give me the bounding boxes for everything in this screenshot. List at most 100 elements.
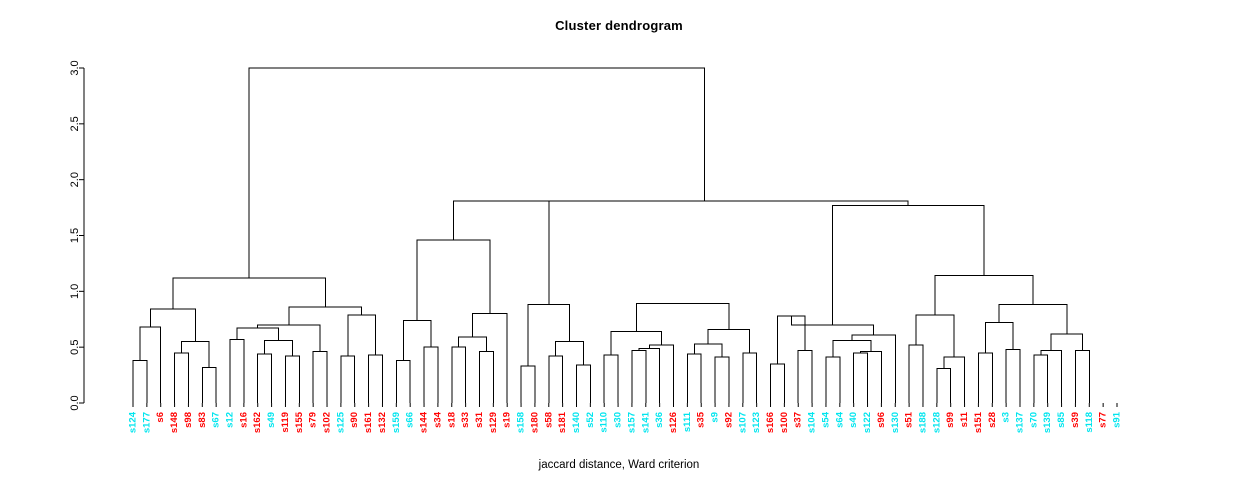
leaf-label[interactable]: s91 [1112,411,1123,428]
leaf-label[interactable]: s125 [335,411,346,433]
leaf-label[interactable]: s128 [931,412,942,433]
leaf-label[interactable]: s177 [141,412,152,433]
leaf-label[interactable]: s181 [557,411,568,433]
leaf-label[interactable]: s107 [737,412,748,433]
leaf-label[interactable]: s54 [820,411,831,428]
leaf-label[interactable]: s151 [973,411,984,433]
leaf-label[interactable]: s122 [862,412,873,433]
leaf-label[interactable]: s104 [807,411,818,433]
leaf-label[interactable]: s188 [917,412,928,433]
leaf-label[interactable]: s28 [987,412,998,428]
dendrogram-link [1040,350,1063,403]
leaf-label[interactable]: s102 [322,412,333,433]
leaf-label[interactable]: s67 [211,412,222,428]
leaf-label[interactable]: s100 [779,412,790,433]
leaf-label[interactable]: s83 [197,412,208,428]
leaf-label[interactable]: s35 [696,411,707,428]
leaf-label[interactable]: s3 [1001,412,1012,423]
leaf-label[interactable]: s161 [363,411,374,433]
leaf-label[interactable]: s130 [890,412,901,433]
leaf-label[interactable]: s132 [377,412,388,433]
dendrogram-link [638,347,661,403]
leaf-label[interactable]: s64 [834,411,845,428]
leaf-label[interactable]: s126 [668,412,679,433]
leaf-label[interactable]: s98 [183,412,194,428]
leaf-label[interactable]: s111 [682,411,693,432]
leaf-label[interactable]: s34 [432,411,443,428]
leaf-label[interactable]: s51 [904,411,915,428]
leaf-label[interactable]: s11 [959,411,970,427]
leaf-label[interactable]: s141 [640,411,651,433]
leaf-label[interactable]: s157 [626,412,637,433]
dendrogram-link [603,354,619,403]
leaf-label[interactable]: s18 [446,412,457,428]
leaf-label[interactable]: s49 [266,412,277,428]
y-axis-tick-label: 3.0 [69,60,81,75]
dendrogram-link [478,351,494,403]
leaf-label[interactable]: s40 [848,412,859,428]
leaf-label[interactable]: s123 [751,412,762,433]
leaf-label[interactable]: s36 [654,412,665,428]
leaf-label[interactable]: s92 [723,412,734,428]
dendrogram-link [648,344,675,403]
leaf-label[interactable]: s66 [405,412,416,428]
leaf-label[interactable]: s162 [252,412,263,433]
leaf-label[interactable]: s110 [599,412,610,433]
leaf-label[interactable]: s96 [876,412,887,428]
dendrogram-link [132,360,148,403]
dendrogram-link [423,346,439,403]
leaf-label[interactable]: s39 [1070,412,1081,428]
leaf-label[interactable]: s30 [613,412,624,428]
dendrogram-link [248,67,706,278]
dendrogram-link [340,355,356,403]
leaf-label[interactable]: s137 [1014,412,1025,433]
dendrogram-link [149,308,196,342]
dendrogram-link [742,352,758,403]
leaf-label[interactable]: s33 [460,412,471,428]
leaf-label[interactable]: s77 [1098,412,1109,428]
dendrogram-link [284,355,300,403]
dendrogram-link [831,204,985,325]
leaf-label[interactable]: s52 [585,412,596,428]
y-axis-tick-label: 1.0 [69,284,81,299]
leaf-label[interactable]: s70 [1028,412,1039,428]
dendrogram-link [416,239,491,321]
leaf-label[interactable]: s58 [543,412,554,428]
leaf-label[interactable]: s159 [391,412,402,433]
leaf-label[interactable]: s140 [571,412,582,433]
leaf-label[interactable]: s180 [529,412,540,433]
leaf-label[interactable]: s124 [128,411,139,433]
leaf-label[interactable]: s9 [710,412,721,423]
leaf-label[interactable]: s144 [419,411,430,433]
dendrogram-link [631,350,647,403]
leaf-label[interactable]: s118 [1084,412,1095,433]
leaf-label[interactable]: s119 [280,412,291,433]
leaf-label[interactable]: s31 [474,411,485,428]
leaf-label[interactable]: s155 [294,411,305,433]
leaf-label[interactable]: s139 [1042,412,1053,433]
leaf-label[interactable]: s79 [308,412,319,428]
dendrogram-link [851,334,896,403]
dendrogram-link [693,343,723,358]
dendrogram-link [236,327,280,341]
leaf-label[interactable]: s37 [793,412,804,428]
leaf-label[interactable]: s16 [238,412,249,428]
dendrogram-link [501,200,909,206]
dendrogram-link [257,353,273,403]
leaf-label[interactable]: s19 [502,412,513,428]
leaf-label[interactable]: s166 [765,412,776,433]
dendrogram-link [984,322,1014,353]
dendrogram-link [520,365,536,403]
leaf-label[interactable]: s148 [169,412,180,433]
leaf-label[interactable]: s99 [945,412,956,428]
leaf-label[interactable]: s6 [155,412,166,423]
dendrogram-link [915,314,955,358]
leaf-label[interactable]: s12 [225,412,236,428]
leaf-label[interactable]: s158 [516,412,527,433]
leaf-label[interactable]: s85 [1056,411,1067,428]
leaf-label[interactable]: s129 [488,412,499,433]
leaf-label[interactable]: s90 [349,412,360,428]
dendrogram-link [548,355,564,403]
dendrogram-link [770,363,785,403]
